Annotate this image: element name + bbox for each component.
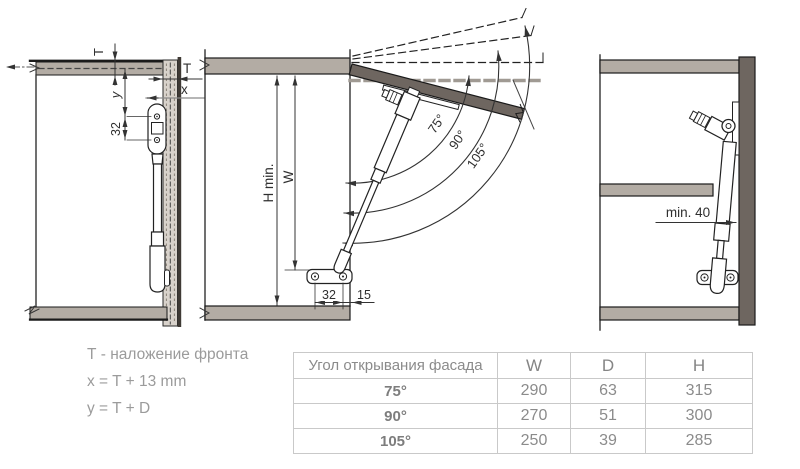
- opening-angle-table: Угол открывания фасада W D H 75° 290 63 …: [293, 352, 753, 454]
- bottom-panel: [29, 306, 168, 320]
- table-cell-angle: 90°: [293, 403, 498, 429]
- break-mark: [199, 307, 211, 319]
- table-cell-w: 250: [497, 428, 571, 454]
- legend-line-y: y = T + D: [87, 400, 151, 417]
- dim-h-label: H min.: [261, 163, 276, 202]
- legend-line-overlay: Т - наложение фронта: [87, 346, 249, 363]
- shelf-panel: [599, 183, 714, 197]
- table-cell-d: 39: [570, 428, 646, 454]
- dim-h-min: H min.: [261, 75, 280, 306]
- break-mark: [199, 59, 211, 71]
- gas-stay-open: [333, 86, 421, 274]
- dim-t-right-label: T: [183, 61, 191, 76]
- break-mark: [24, 305, 40, 315]
- table-cell-h: 285: [645, 428, 753, 454]
- dim-32-label: 32: [109, 122, 123, 136]
- table-header-h: H: [645, 352, 753, 379]
- dim-y-32: y 32: [108, 68, 152, 141]
- angle-arcs: [342, 25, 531, 247]
- dim-32-mid-label: 32: [322, 288, 336, 302]
- table-header-w: W: [497, 352, 571, 379]
- diagram-opening-angles: 75° 90° 105° H min.: [199, 7, 544, 321]
- door-edge: [177, 57, 182, 327]
- gas-stay-body: [709, 140, 737, 294]
- dim-x-label: x: [181, 82, 188, 97]
- angle-105-label: 105°: [464, 140, 492, 171]
- dim-min-40: min. 40: [655, 205, 737, 225]
- gas-stay-closed: [147, 103, 170, 293]
- bottom-panel: [599, 306, 740, 321]
- table-cell-angle: 75°: [293, 378, 498, 404]
- dim-w: W: [281, 75, 310, 271]
- diagram-closed-position: T T x y 32: [5, 43, 205, 327]
- table-cell-d: 51: [570, 403, 646, 429]
- dim-t-top-label: T: [91, 48, 106, 56]
- table-cell-h: 300: [645, 403, 753, 429]
- table-row: 105° 250 39 285: [293, 428, 753, 454]
- table-cell-w: 270: [497, 403, 571, 429]
- dim-y-label: y: [108, 90, 123, 99]
- table-row: 75° 290 63 315: [293, 378, 753, 404]
- stay-pivot: [721, 118, 736, 134]
- dim-t-right: T: [148, 61, 203, 82]
- table-header-row: Угол открывания фасада W D H: [293, 352, 753, 379]
- diagram-shelf-clearance: min. 40: [599, 54, 756, 331]
- top-panel: [599, 59, 740, 74]
- dim-min40-label: min. 40: [666, 205, 710, 220]
- table-header-d: D: [570, 352, 646, 379]
- bottom-panel: [204, 305, 351, 321]
- table-header-angle: Угол открывания фасада: [293, 352, 498, 379]
- table-row: 90° 270 51 300: [293, 403, 753, 429]
- dim-15-label: 15: [357, 288, 371, 302]
- angle-75-label: 75°: [425, 111, 449, 136]
- legend: Т - наложение фронта x = T + 13 mm y = T…: [87, 341, 248, 422]
- stay-head: [688, 110, 733, 141]
- top-panel: [204, 57, 351, 75]
- dim-32-15: 32 15: [314, 282, 375, 310]
- table-cell-w: 290: [497, 378, 571, 404]
- legend-line-x: x = T + 13 mm: [87, 373, 187, 390]
- dim-t-top: T: [91, 43, 118, 86]
- bottom-bracket: [306, 268, 353, 285]
- table-cell-h: 315: [645, 378, 753, 404]
- dim-x: x: [145, 82, 205, 101]
- table-cell-angle: 105°: [293, 428, 498, 454]
- door-panel-closed: [738, 56, 756, 326]
- break-mark: [29, 63, 41, 73]
- dim-w-label: W: [281, 170, 296, 183]
- table-cell-d: 63: [570, 378, 646, 404]
